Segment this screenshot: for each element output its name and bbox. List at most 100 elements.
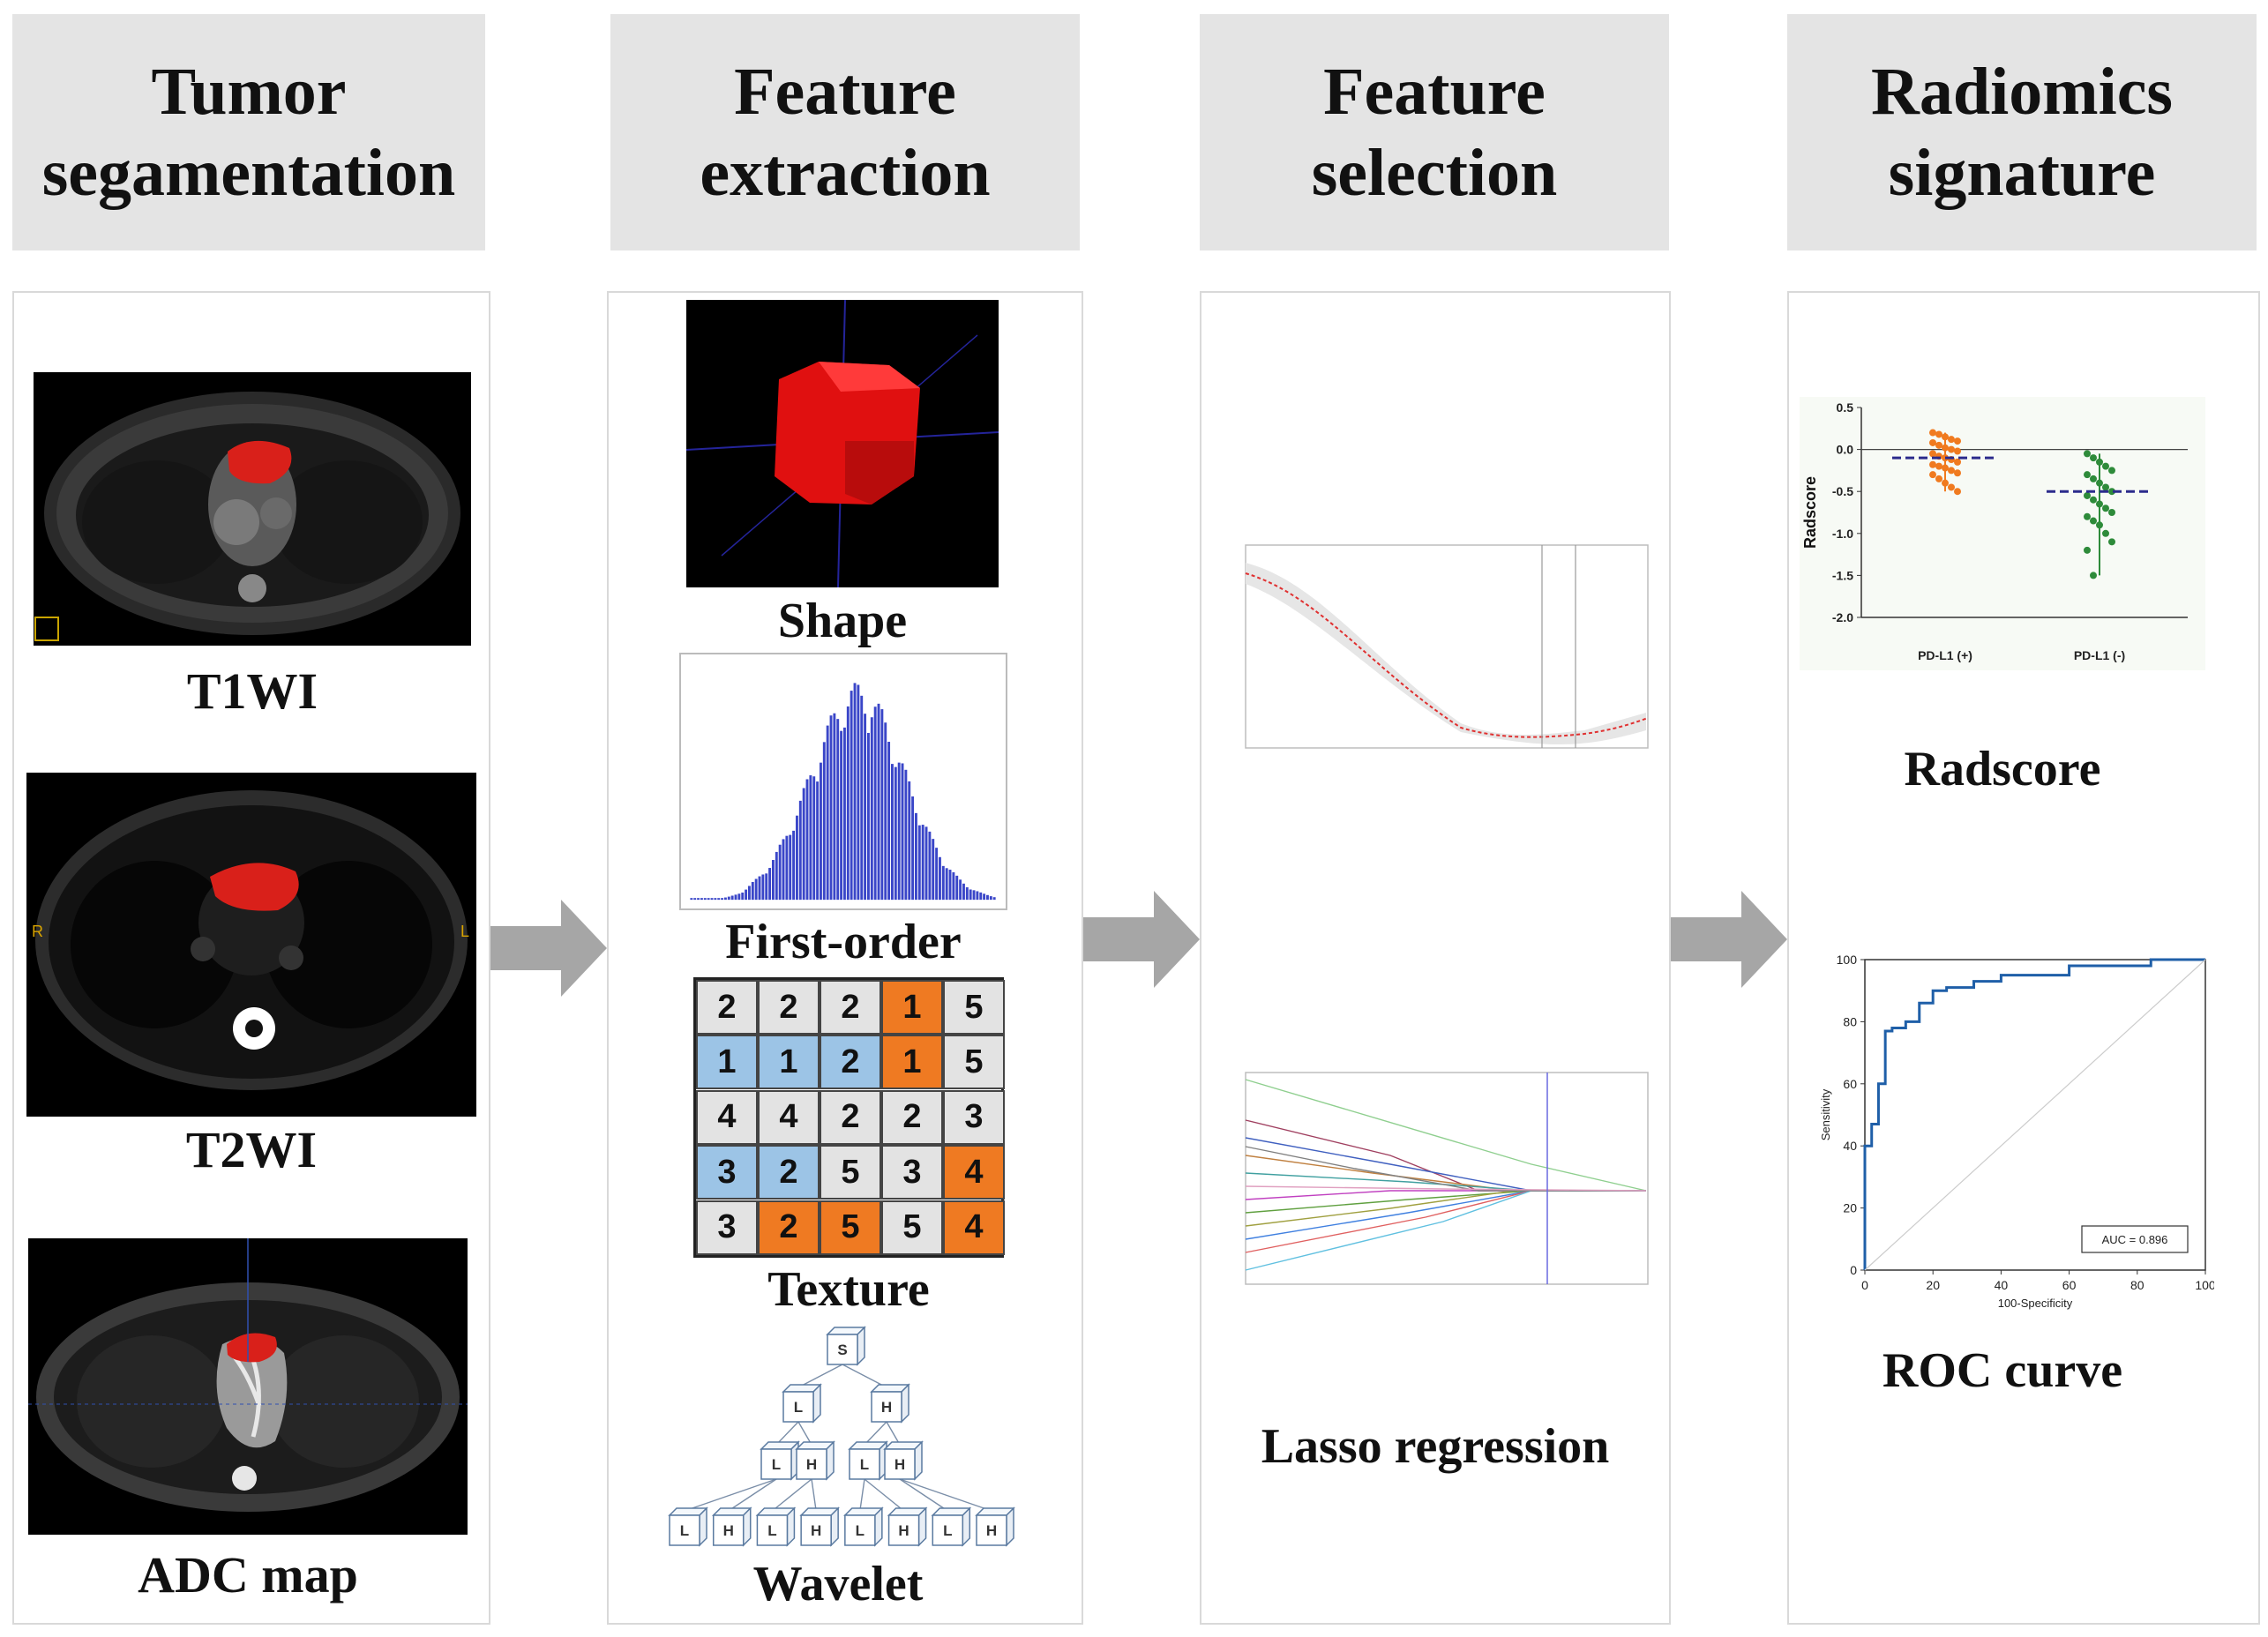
histogram-bar <box>805 779 809 901</box>
histogram-bar <box>864 714 867 901</box>
radscore-y-tick-label: -1.5 <box>1832 568 1853 582</box>
wavelet-node: H <box>795 1440 835 1481</box>
radscore-y-tick-label: 0.0 <box>1837 443 1854 457</box>
radscore-point <box>2096 458 2103 466</box>
wavelet-edge <box>728 1478 777 1512</box>
radscore-label: Radscore <box>1904 742 2101 796</box>
radscore-point <box>2090 572 2097 579</box>
tumor-3d-shape-image <box>686 300 999 587</box>
histogram-bar <box>884 722 887 901</box>
svg-text:L: L <box>856 1522 865 1539</box>
radscore-y-tick-label: 0.5 <box>1837 400 1854 415</box>
t2-marker-right: L <box>460 923 469 940</box>
step-title-line1: Tumor <box>151 55 347 129</box>
histogram-bar <box>703 898 707 901</box>
histogram-bar <box>727 896 730 901</box>
texture-cell: 2 <box>696 980 758 1035</box>
histogram-bar <box>891 764 894 901</box>
wavelet-node: H <box>711 1506 752 1547</box>
radscore-point <box>2102 529 2109 537</box>
histogram-bar <box>778 844 782 901</box>
roc-curve-line <box>1863 958 2205 1270</box>
radscore-point <box>2090 517 2097 525</box>
radscore-point <box>1935 462 1942 470</box>
radscore-point <box>1954 469 1961 477</box>
histogram-bar <box>802 788 805 901</box>
roc-curve-label: ROC curve <box>1882 1343 2123 1398</box>
roc-y-tick-label: 20 <box>1843 1201 1857 1215</box>
histogram-bar <box>939 856 941 901</box>
texture-cell: 1 <box>696 1035 758 1090</box>
texture-cell: 4 <box>696 1089 758 1145</box>
wavelet-node: H <box>799 1506 840 1547</box>
radscore-category-label: PD-L1 (+) <box>1918 648 1972 662</box>
wavelet-edge <box>886 1421 901 1446</box>
roc-x-tick-label: 0 <box>1861 1278 1868 1292</box>
svg-text:H: H <box>811 1522 821 1539</box>
texture-cell: 1 <box>881 1035 943 1090</box>
wavelet-node: H <box>883 1440 924 1481</box>
step-title-line1: Feature <box>1323 55 1546 129</box>
histogram-bar <box>983 893 986 901</box>
svg-text:L: L <box>794 1399 803 1416</box>
histogram-bar <box>833 713 836 901</box>
histogram-bar <box>897 762 901 901</box>
histogram-bar <box>915 812 917 901</box>
radscore-point <box>2096 479 2103 487</box>
arrow-right-icon <box>1083 891 1200 988</box>
radscore-point <box>1929 471 1936 479</box>
radscore-category-label: PD-L1 (-) <box>2074 648 2125 662</box>
svg-text:L: L <box>943 1522 952 1539</box>
histogram-bar <box>816 781 820 901</box>
wavelet-edge <box>899 1478 948 1512</box>
wavelet-node: L <box>755 1506 797 1547</box>
svg-text:H: H <box>894 1456 905 1473</box>
roc-x-tick-label: 80 <box>2130 1278 2144 1292</box>
radscore-point <box>2108 488 2115 496</box>
svg-text:H: H <box>806 1456 817 1473</box>
histogram-bar <box>894 766 897 901</box>
histogram-bar <box>690 898 693 901</box>
histogram-bar <box>789 834 792 901</box>
radscore-point <box>1942 464 1949 472</box>
radscore-point <box>1942 444 1949 452</box>
panel-selection <box>1200 291 1671 1625</box>
histogram-bar <box>986 894 989 901</box>
histogram-bar <box>758 876 761 901</box>
radscore-point <box>2108 467 2115 475</box>
radscore-point <box>1929 450 1936 458</box>
texture-cell: 5 <box>943 980 1005 1035</box>
shape-label: Shape <box>777 594 908 648</box>
radscore-point <box>2090 475 2097 482</box>
arrow-right-icon <box>490 900 607 997</box>
texture-cell: 4 <box>758 1089 820 1145</box>
radscore-point <box>1935 441 1942 449</box>
radscore-point <box>1948 483 1955 491</box>
radscore-point <box>1954 447 1961 455</box>
svg-text:H: H <box>898 1522 909 1539</box>
step-title-line2: signature <box>1888 136 2156 210</box>
histogram-bar <box>846 706 850 901</box>
svg-text:L: L <box>860 1456 869 1473</box>
radscore-point <box>2084 450 2091 458</box>
adc-map-image <box>28 1238 468 1535</box>
texture-label: Texture <box>767 1262 930 1317</box>
texture-cell: 2 <box>758 1200 820 1255</box>
histogram-bar <box>812 776 816 901</box>
histogram-bar <box>707 898 710 901</box>
texture-cell: 2 <box>820 1089 881 1145</box>
wavelet-edge <box>684 1478 777 1512</box>
wavelet-edge <box>864 1478 905 1512</box>
t2wi-label: T2WI <box>185 1121 318 1178</box>
wavelet-node: L <box>760 1440 800 1481</box>
histogram-bar <box>730 895 734 901</box>
histogram-bar <box>826 725 829 901</box>
histogram-bar <box>928 831 932 901</box>
histogram-bar <box>734 894 737 901</box>
histogram-bar <box>737 893 741 901</box>
roc-x-tick-label: 40 <box>1995 1278 2009 1292</box>
histogram-bar <box>693 898 697 901</box>
